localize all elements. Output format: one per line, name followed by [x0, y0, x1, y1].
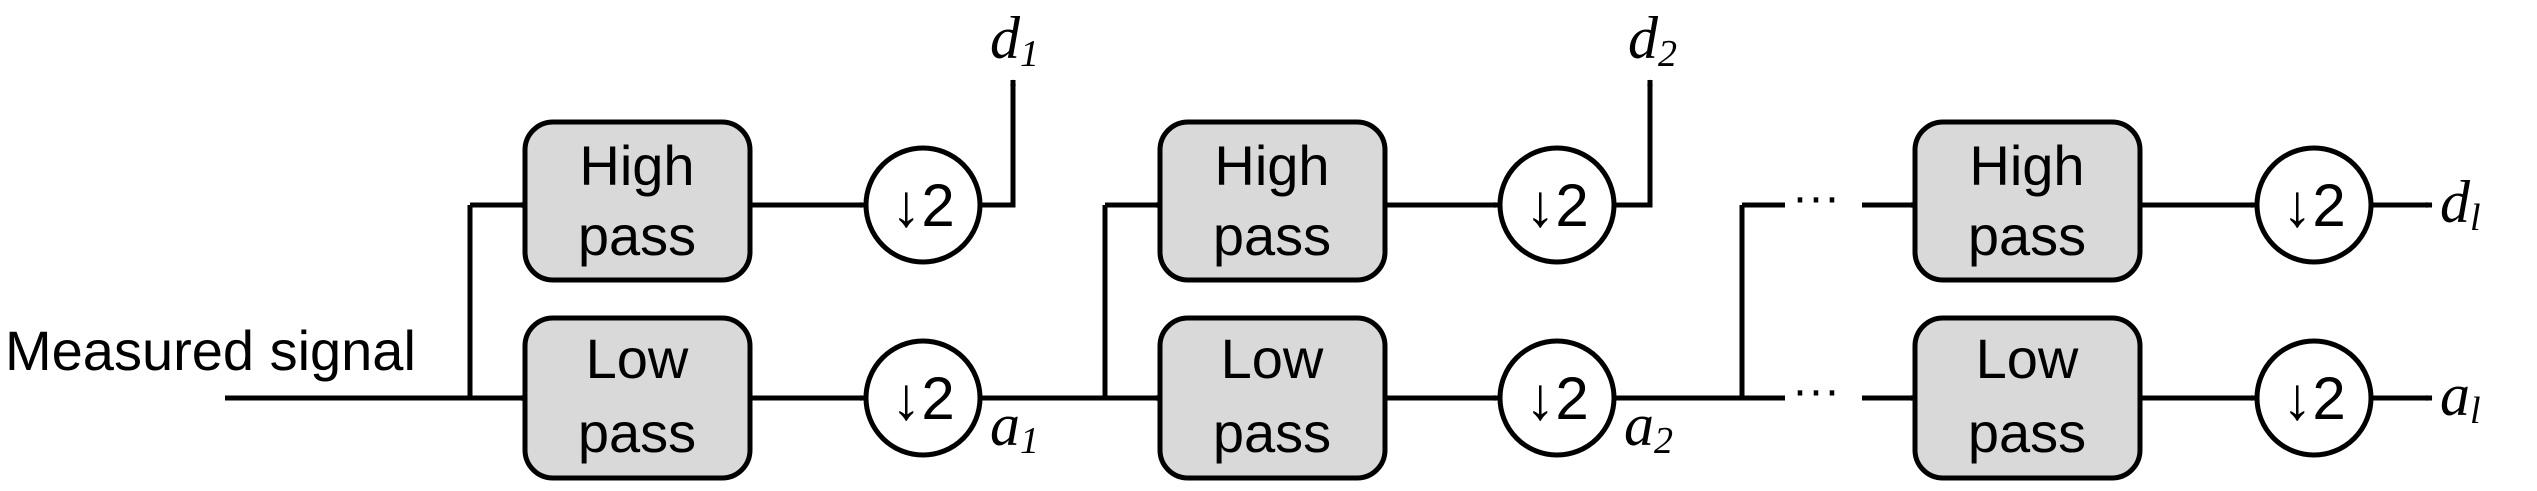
- downsample-low-1: ↓2: [863, 338, 983, 458]
- input-label: Measured signal: [5, 319, 416, 382]
- high-pass-line2: pass: [1968, 204, 2086, 267]
- low-pass-line2: pass: [1968, 401, 2086, 464]
- approx-label-1: a1: [990, 392, 1039, 462]
- high-pass-line1: High: [1214, 134, 1329, 197]
- low-pass-line2: pass: [578, 401, 696, 464]
- detail-label-3: dl: [2440, 169, 2481, 239]
- high-pass-filter-1: High pass: [522, 119, 753, 283]
- downsample-label: ↓2: [2282, 365, 2345, 432]
- downsample-low-2: ↓2: [1497, 338, 1617, 458]
- low-pass-filter-1: Low pass: [522, 315, 753, 481]
- detail-label-1: d1: [990, 5, 1039, 75]
- downsample-label: ↓2: [1525, 365, 1588, 432]
- ellipsis-low: ···: [1792, 364, 1840, 417]
- downsample-high-2: ↓2: [1497, 145, 1617, 265]
- low-pass-line2: pass: [1213, 401, 1331, 464]
- ellipsis-high: ···: [1792, 171, 1840, 224]
- downsample-label: ↓2: [891, 365, 954, 432]
- downsample-label: ↓2: [1525, 172, 1588, 239]
- low-pass-line1: Low: [586, 327, 689, 390]
- downsample-high-3: ↓2: [2254, 145, 2374, 265]
- high-pass-filter-2: High pass: [1157, 119, 1388, 283]
- downsample-label: ↓2: [891, 172, 954, 239]
- downsample-low-3: ↓2: [2254, 338, 2374, 458]
- low-pass-line1: Low: [1976, 327, 2079, 390]
- detail-output-arrow-1: [980, 79, 1016, 208]
- high-pass-line2: pass: [1213, 204, 1331, 267]
- high-pass-line2: pass: [578, 204, 696, 267]
- low-pass-line1: Low: [1221, 327, 1324, 390]
- approx-label-3: al: [2440, 362, 2481, 432]
- high-pass-line1: High: [579, 134, 694, 197]
- detail-label-2: d2: [1628, 5, 1677, 75]
- approx-label-2: a2: [1624, 392, 1673, 462]
- high-pass-filter-3: High pass: [1912, 119, 2143, 283]
- high-pass-line1: High: [1969, 134, 2084, 197]
- downsample-high-1: ↓2: [863, 145, 983, 265]
- low-pass-filter-3: Low pass: [1912, 315, 2143, 481]
- detail-output-arrow-2: [1614, 79, 1653, 208]
- downsample-label: ↓2: [2282, 172, 2345, 239]
- low-pass-filter-2: Low pass: [1157, 315, 1388, 481]
